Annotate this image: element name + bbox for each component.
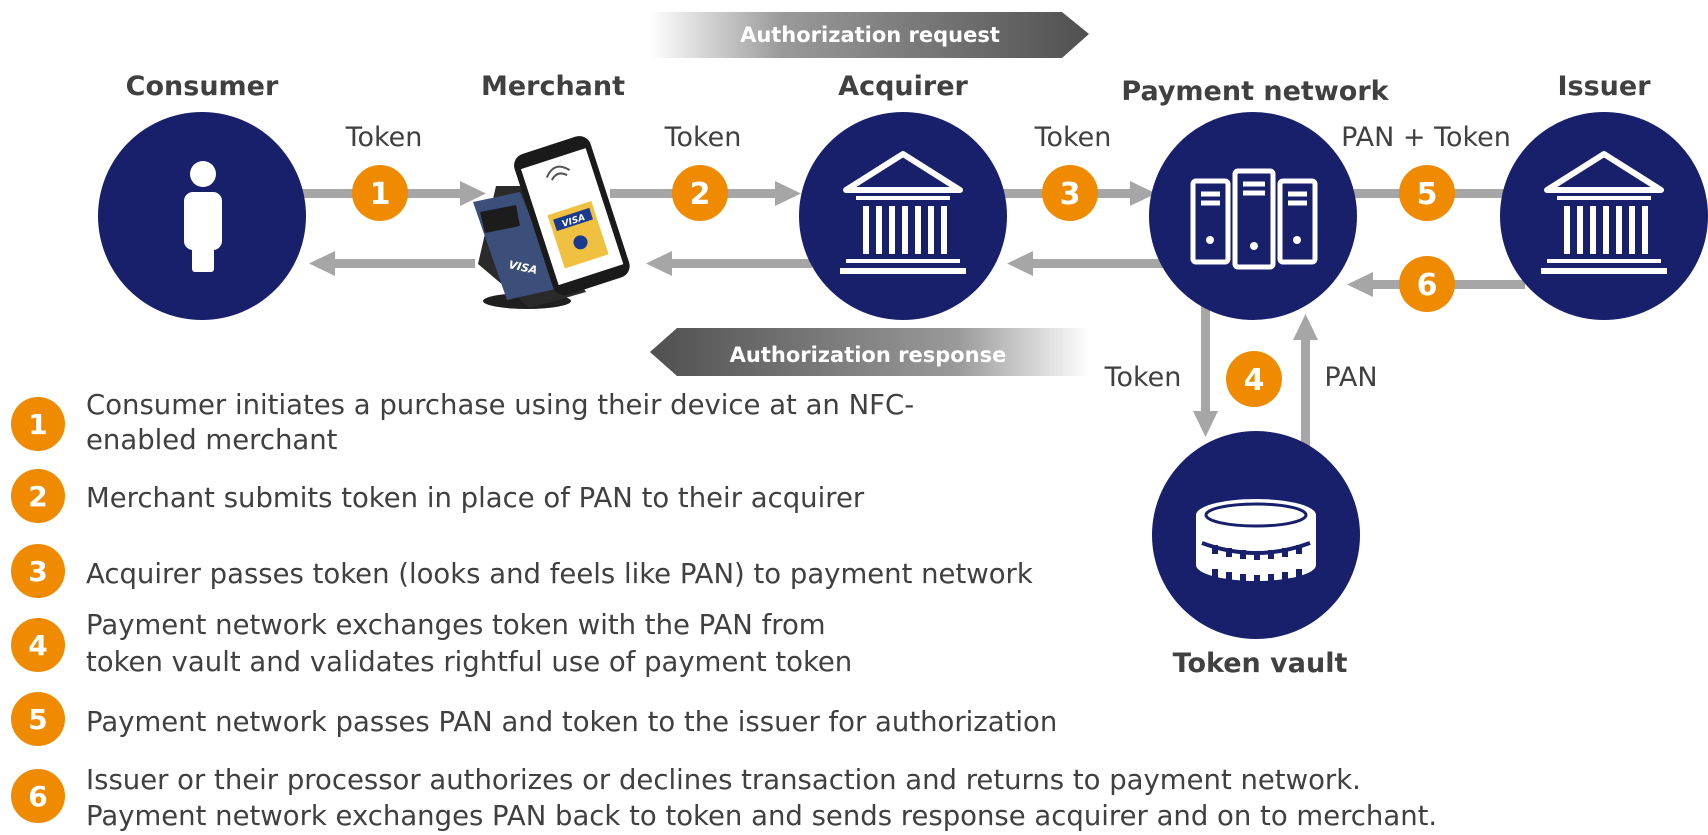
arrow-merchant-to-consumer <box>309 251 475 276</box>
step-number: 2 <box>28 480 47 513</box>
acquirer-title: Acquirer <box>838 71 968 102</box>
flow-3-label: Token <box>1034 122 1112 153</box>
svg-text:1: 1 <box>370 177 391 212</box>
merchant-title: Merchant <box>481 71 625 102</box>
step-badge <box>11 769 65 823</box>
flow-4-down-label: Token <box>1104 362 1182 393</box>
flow-badge-1: 1 <box>352 165 408 221</box>
step-number: 6 <box>28 780 47 813</box>
step-badge <box>11 397 65 451</box>
flow-2-label: Token <box>664 122 742 153</box>
arrow-network-to-vault <box>1193 303 1218 437</box>
step-description-line: Merchant submits token in place of PAN t… <box>86 482 865 514</box>
step-item-6: 6 Issuer or their processor authorizes or… <box>11 764 1437 832</box>
consumer-node <box>98 112 306 320</box>
step-badge <box>11 692 65 746</box>
step-item-2: 2 Merchant submits token in place of PAN … <box>11 469 865 523</box>
person-icon <box>184 161 222 272</box>
payment-network-node <box>1149 112 1357 320</box>
step-number: 1 <box>28 408 47 441</box>
arrow-network-to-acquirer <box>1007 251 1165 276</box>
authorization-response-banner: Authorization response <box>650 328 1090 376</box>
servers-icon <box>1190 168 1318 270</box>
flow-5-label: PAN + Token <box>1341 122 1511 153</box>
flow-4-up-label: PAN <box>1324 362 1377 393</box>
flow-1-label: Token <box>345 122 423 153</box>
svg-text:6: 6 <box>1417 268 1438 303</box>
step-badge <box>11 469 65 523</box>
step-item-1: 1 Consumer initiates a purchase using the… <box>11 389 914 456</box>
arrow-acquirer-to-merchant <box>646 251 812 276</box>
step-number: 4 <box>28 629 47 662</box>
flow-badge-4: 4 <box>1226 351 1282 407</box>
acquirer-node <box>799 112 1007 320</box>
issuer-node <box>1500 112 1708 320</box>
coins-icon <box>1196 499 1316 584</box>
step-description-line: token vault and validates rightful use o… <box>86 646 852 678</box>
consumer-title: Consumer <box>126 71 279 102</box>
authorization-request-banner: Authorization request <box>650 12 1089 58</box>
step-item-4: 4 Payment network exchanges token with th… <box>11 609 852 678</box>
svg-text:5: 5 <box>1417 177 1438 212</box>
merchant-node: VISA VISA <box>473 136 630 309</box>
step-description-line: Payment network exchanges token with the… <box>86 609 826 641</box>
flow-badge-6: 6 <box>1399 256 1455 312</box>
flow-badge-5: 5 <box>1399 165 1455 221</box>
step-description-line: enabled merchant <box>86 424 338 456</box>
step-item-3: 3 Acquirer passes token (looks and feels … <box>11 544 1033 598</box>
response-arrow-shape <box>650 328 1090 376</box>
authorization-response-label: Authorization response <box>730 343 1007 367</box>
bank-icon <box>840 151 966 274</box>
payment-network-title: Payment network <box>1121 76 1389 107</box>
request-arrow-shape <box>650 12 1089 58</box>
step-number: 5 <box>28 703 47 736</box>
svg-text:3: 3 <box>1060 177 1081 212</box>
step-badge <box>11 618 65 672</box>
token-vault-title: Token vault <box>1173 648 1348 679</box>
smartphone-icon: VISA <box>514 136 630 296</box>
flow-badge-2: 2 <box>672 165 728 221</box>
payment-network-circle <box>1149 112 1357 320</box>
arrow-vault-to-network <box>1293 314 1318 448</box>
terminal-visa-text: VISA <box>507 258 538 277</box>
step-description-line: Payment network passes PAN and token to … <box>86 706 1057 738</box>
step-badge <box>11 544 65 598</box>
issuer-title: Issuer <box>1557 71 1651 102</box>
step-description-line: Payment network exchanges PAN back to to… <box>86 800 1437 832</box>
bank-icon <box>1541 151 1667 274</box>
flow-badge-3: 3 <box>1042 165 1098 221</box>
step-description-line: Consumer initiates a purchase using thei… <box>86 389 914 421</box>
svg-text:2: 2 <box>690 177 711 212</box>
steps-legend: 1 Consumer initiates a purchase using the… <box>11 389 1437 832</box>
token-vault-node <box>1152 431 1360 639</box>
step-number: 3 <box>28 555 47 588</box>
authorization-request-label: Authorization request <box>740 23 1000 47</box>
step-item-5: 5 Payment network passes PAN and token to… <box>11 692 1057 746</box>
step-description-line: Acquirer passes token (looks and feels l… <box>86 558 1033 590</box>
step-description-line: Issuer or their processor authorizes or … <box>86 764 1361 796</box>
svg-text:4: 4 <box>1244 363 1265 398</box>
